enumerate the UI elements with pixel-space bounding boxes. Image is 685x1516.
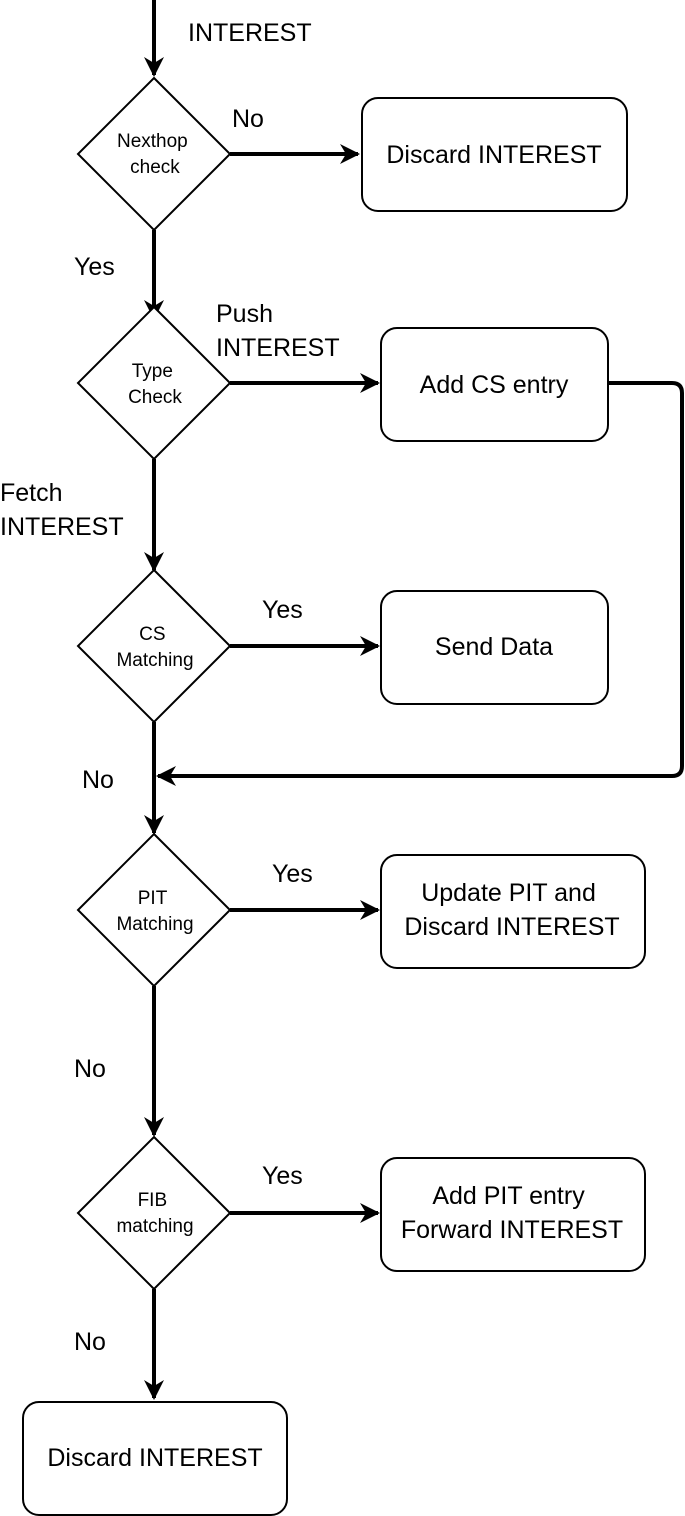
box-discard-bottom-line1: Discard INTEREST [47, 1444, 262, 1472]
decision-nexthop: Nexthop check [76, 76, 232, 232]
label-fib-no: No [74, 1328, 106, 1356]
svg-text:FIB matching: FIB matching [116, 1190, 193, 1237]
decision-fib-line2: matching [116, 1216, 193, 1237]
svg-text:PIT Matching: PIT Matching [116, 888, 193, 935]
box-discard-top: Discard INTEREST [361, 97, 628, 212]
label-cs-no: No [82, 766, 114, 794]
box-update-pit-line2: Discard INTEREST [404, 913, 619, 941]
svg-text:Send Data: Send Data [435, 633, 553, 661]
box-add-cs: Add CS entry [380, 327, 609, 442]
svg-text:Add CS entry: Add CS entry [420, 371, 569, 399]
box-discard-bottom: Discard INTEREST [22, 1401, 288, 1516]
svg-text:Discard INTEREST: Discard INTEREST [47, 1444, 262, 1472]
svg-text:Update PIT and Discard I: Update PIT and Discard INTEREST [404, 879, 619, 941]
label-cs-yes: Yes [262, 596, 303, 624]
decision-pit-line2: Matching [116, 914, 193, 935]
decision-cs: CS Matching [76, 568, 232, 724]
edge-labels: INTEREST No Yes Push INTEREST Fetch INTE… [0, 19, 340, 1356]
box-add-pit: Add PIT entry Forward INTEREST [380, 1157, 646, 1272]
decision-type-line2: Check [128, 387, 182, 408]
svg-text:Type Check: Type Check [128, 361, 182, 408]
box-add-cs-line1: Add CS entry [420, 371, 569, 399]
box-add-pit-line1: Add PIT entry [432, 1182, 585, 1210]
label-fetch-line2: INTEREST [0, 513, 124, 541]
box-add-pit-line2: Forward INTEREST [401, 1216, 623, 1244]
decision-fib: FIB matching [76, 1135, 232, 1291]
svg-text:Add PIT entry Forward IN: Add PIT entry Forward INTEREST [401, 1182, 623, 1244]
edge-cs-loop [156, 381, 684, 786]
decision-fib-line1: FIB [138, 1190, 168, 1211]
decision-nexthop-line1: Nexthop [117, 131, 188, 152]
decision-pit-line1: PIT [138, 888, 168, 909]
box-update-pit: Update PIT and Discard INTEREST [380, 854, 646, 969]
svg-text:Nexthop check: Nexthop check [117, 131, 193, 178]
label-fetch-line1: Fetch [0, 479, 63, 507]
svg-text:CS Matching: CS Matching [116, 624, 193, 671]
box-send-data: Send Data [380, 590, 609, 705]
decision-type-line1: Type [132, 361, 173, 382]
decision-pit: PIT Matching [76, 832, 232, 988]
decision-nexthop-line2: check [130, 157, 180, 178]
decision-type: Type Check [76, 305, 232, 461]
svg-text:Push INTEREST: Push INTEREST [216, 300, 340, 362]
label-push-line1: Push [216, 300, 273, 328]
box-send-data-line1: Send Data [435, 633, 553, 661]
label-entry-interest: INTEREST [188, 19, 312, 47]
svg-text:Fetch INTEREST: Fetch INTEREST [0, 479, 124, 541]
label-pit-yes: Yes [272, 860, 313, 888]
decision-cs-line1: CS [139, 624, 165, 645]
svg-text:Discard INTEREST: Discard INTEREST [386, 141, 601, 169]
decision-cs-line2: Matching [116, 650, 193, 671]
label-pit-no: No [74, 1055, 106, 1083]
box-discard-top-line1: Discard INTEREST [386, 141, 601, 169]
box-update-pit-line1: Update PIT and [421, 879, 596, 907]
label-push-line2: INTEREST [216, 334, 340, 362]
label-nexthop-yes: Yes [74, 253, 115, 281]
label-fib-yes: Yes [262, 1162, 303, 1190]
edges [144, 0, 684, 1400]
label-nexthop-no: No [232, 105, 264, 133]
